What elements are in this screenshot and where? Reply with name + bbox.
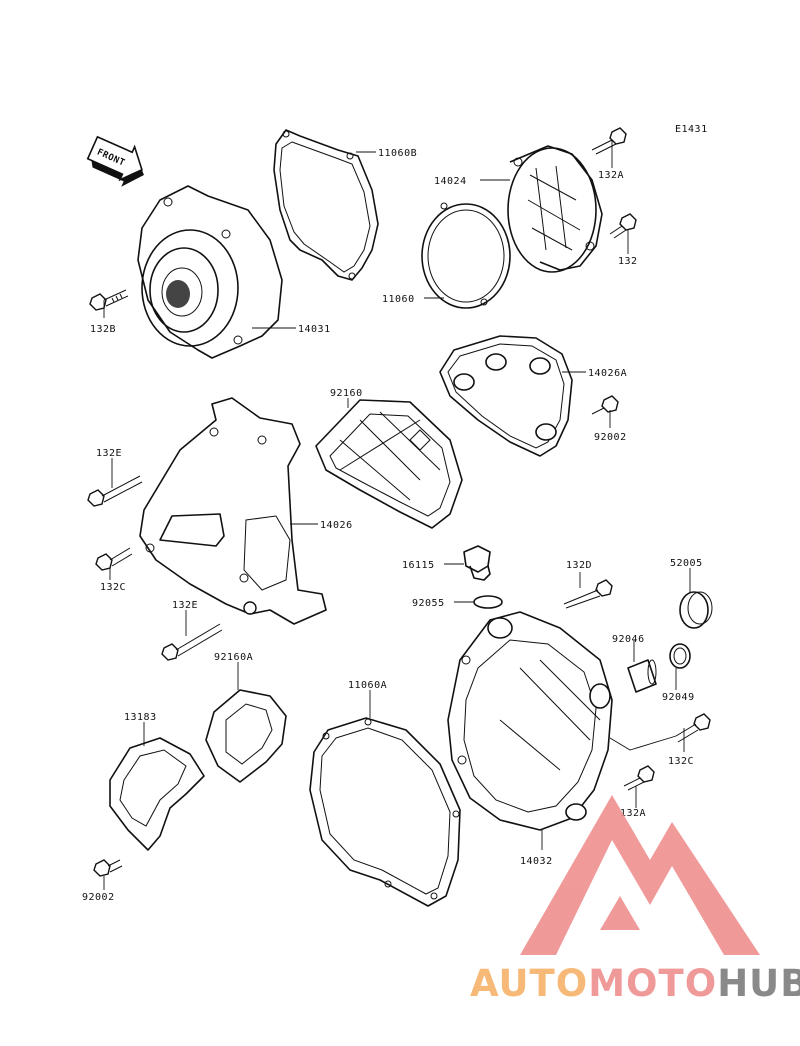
label-14032: 14032 <box>520 856 553 867</box>
part-92049-seal <box>669 643 691 669</box>
part-92055-oring <box>473 595 503 609</box>
label-13183: 13183 <box>124 712 157 723</box>
part-92160a-cover <box>205 689 287 783</box>
svg-text:AUTOMOTOHUB: AUTOMOTOHUB <box>470 962 800 1005</box>
leader-lines <box>103 140 691 890</box>
part-132c-bolt-right <box>675 713 711 743</box>
label-92002-bottom: 92002 <box>82 892 115 903</box>
part-11060b-gasket <box>273 129 379 281</box>
watermark-text-moto: MOTO <box>588 962 717 1005</box>
part-14026-sprocket-cover <box>139 397 327 625</box>
label-92160: 92160 <box>330 388 363 399</box>
label-92049: 92049 <box>662 692 695 703</box>
label-132: 132 <box>618 256 638 267</box>
part-132e-bolt-mid <box>161 623 223 661</box>
front-arrow-icon: FRONT <box>86 135 144 187</box>
label-52005: 52005 <box>670 558 703 569</box>
part-11060-gasket <box>421 202 511 309</box>
part-52005-bearing <box>679 591 713 629</box>
label-132d: 132D <box>566 560 592 571</box>
label-14024: 14024 <box>434 176 467 187</box>
label-14026a: 14026A <box>588 368 627 379</box>
label-132a-bottom: 132A <box>620 808 646 819</box>
part-labels: 11060B 132A 14024 132 11060 132B 14031 1… <box>82 148 703 903</box>
label-11060: 11060 <box>382 294 415 305</box>
part-14031-alternator-cover <box>137 185 283 359</box>
part-132c-bolt-left <box>95 547 133 571</box>
part-14032-clutch-cover <box>447 611 613 831</box>
label-132a-top: 132A <box>598 170 624 181</box>
watermark-text-auto: AUTO <box>470 962 588 1005</box>
part-92002-bolt-bottom <box>93 859 123 877</box>
watermark-text-hub: HUB <box>717 962 800 1005</box>
part-132a-bolt-top <box>591 127 627 155</box>
label-92055: 92055 <box>412 598 445 609</box>
part-132b-bolt <box>89 289 129 311</box>
part-92160-breather <box>315 399 463 529</box>
part-13183-guide <box>109 737 205 851</box>
label-132c-right: 132C <box>668 756 694 767</box>
watermark-logo-icon <box>520 795 760 955</box>
label-92046: 92046 <box>612 634 645 645</box>
label-132c-left: 132C <box>100 582 126 593</box>
label-92002-top: 92002 <box>594 432 627 443</box>
part-132-bolt <box>609 213 637 239</box>
label-16115: 16115 <box>402 560 435 571</box>
automotohub-watermark: AUTOMOTOHUB <box>470 795 800 1005</box>
label-132e-top: 132E <box>96 448 122 459</box>
part-14024-cover <box>507 145 603 273</box>
label-14026: 14026 <box>320 520 353 531</box>
label-92160a: 92160A <box>214 652 253 663</box>
label-11060b: 11060B <box>378 148 417 159</box>
part-14026a-plate <box>439 335 573 457</box>
part-11060a-gasket <box>309 717 461 907</box>
part-92002-bolt-top <box>591 395 619 415</box>
label-14031: 14031 <box>298 324 331 335</box>
label-132b: 132B <box>90 324 116 335</box>
part-132e-bolt-top <box>87 475 143 507</box>
label-132e-mid: 132E <box>172 600 198 611</box>
part-92046-needle-bearing <box>627 659 657 693</box>
label-11060a: 11060A <box>348 680 387 691</box>
part-132d-bolt <box>563 579 613 609</box>
part-132a-bolt-bottom <box>623 765 655 791</box>
diagram-code: E1431 <box>675 124 708 135</box>
part-16115-plug <box>463 545 491 581</box>
